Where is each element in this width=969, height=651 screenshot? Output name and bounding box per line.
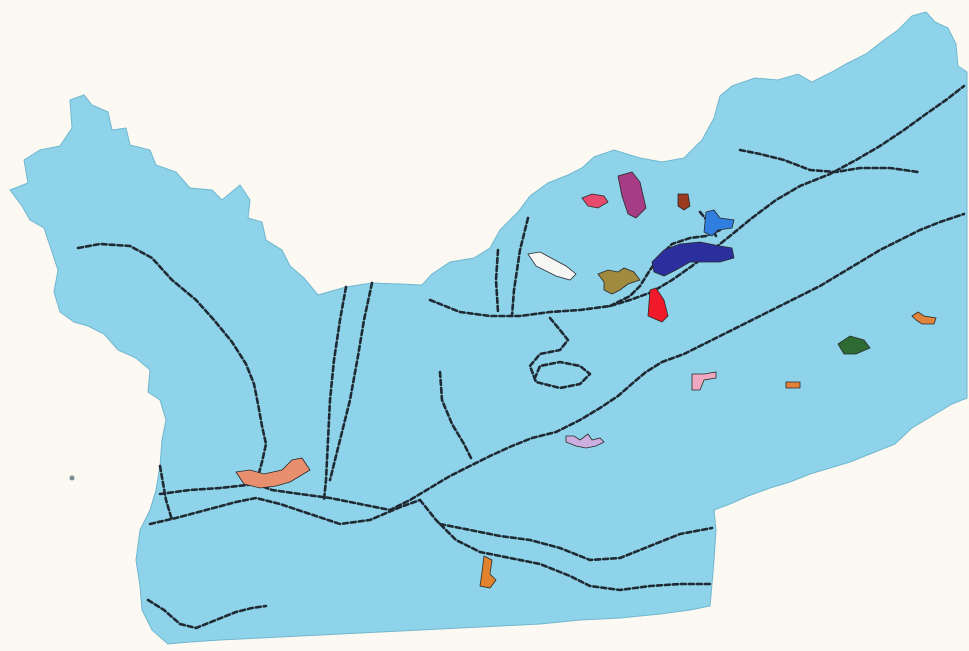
railroad-line — [738, 148, 920, 174]
tract-lavender — [565, 433, 605, 449]
tract-pink-north — [581, 193, 609, 209]
tract-red — [647, 287, 669, 323]
railroad-line — [254, 212, 966, 512]
tracts — [235, 171, 937, 589]
tract-orange-small — [785, 381, 801, 389]
railroad-line — [322, 285, 348, 502]
railroad-line — [528, 316, 592, 390]
map-speck — [69, 475, 75, 481]
tract-navy — [651, 241, 735, 277]
tract-white — [527, 251, 577, 281]
county-landmass — [9, 11, 968, 645]
railroad-line — [438, 370, 474, 462]
tract-olive — [597, 267, 641, 295]
tract-magenta — [617, 171, 647, 219]
tract-orange-east — [911, 311, 937, 325]
railroad-line — [158, 464, 174, 522]
tract-orange-south — [479, 555, 497, 589]
railroad-line — [146, 598, 268, 630]
tract-blue-small — [703, 209, 735, 237]
railroad-line — [158, 482, 258, 496]
railroad-line — [438, 522, 714, 562]
railroad-line — [418, 498, 714, 592]
railroad-line — [76, 242, 268, 486]
tract-green — [837, 335, 871, 355]
tract-salmon-west — [235, 457, 311, 489]
railroad-line — [494, 248, 500, 314]
tract-pink-l — [691, 371, 717, 391]
railroad-line — [328, 281, 374, 482]
railroad-line — [148, 496, 422, 526]
tract-darkred — [677, 193, 691, 211]
railroad-line — [510, 216, 530, 318]
